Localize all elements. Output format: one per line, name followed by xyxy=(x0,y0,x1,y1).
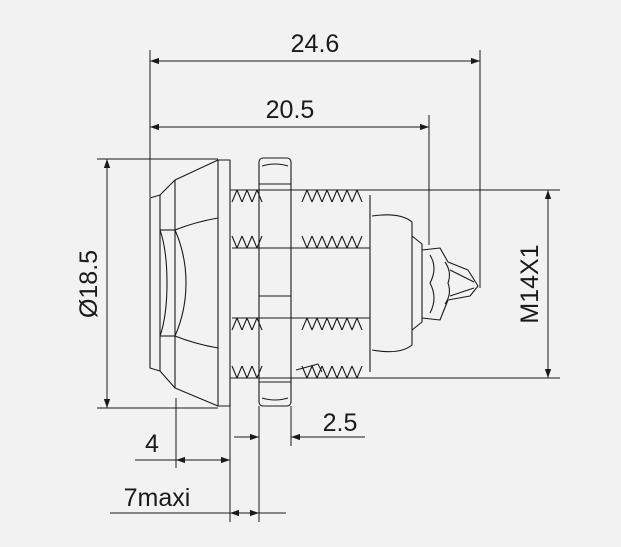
label-nut-thickness: 2.5 xyxy=(323,409,358,437)
rear-body xyxy=(369,195,423,372)
label-body-length: 20.5 xyxy=(266,96,315,124)
dimension-lines xyxy=(97,50,560,522)
contact-pins xyxy=(421,247,479,321)
label-overall-length: 24.6 xyxy=(291,30,340,58)
front-flange xyxy=(149,159,231,407)
label-flange-thickness: 4 xyxy=(145,430,159,458)
connector-body xyxy=(149,157,479,407)
label-max-panel: 7maxi xyxy=(124,484,191,512)
label-flange-diameter: Ø18.5 xyxy=(75,250,103,318)
dimension-labels: 24.6 20.5 Ø18.5 M14X1 4 2.5 7maxi xyxy=(75,30,544,512)
hex-nut xyxy=(258,157,292,407)
thread xyxy=(230,189,370,379)
label-thread-size: M14X1 xyxy=(516,244,544,323)
